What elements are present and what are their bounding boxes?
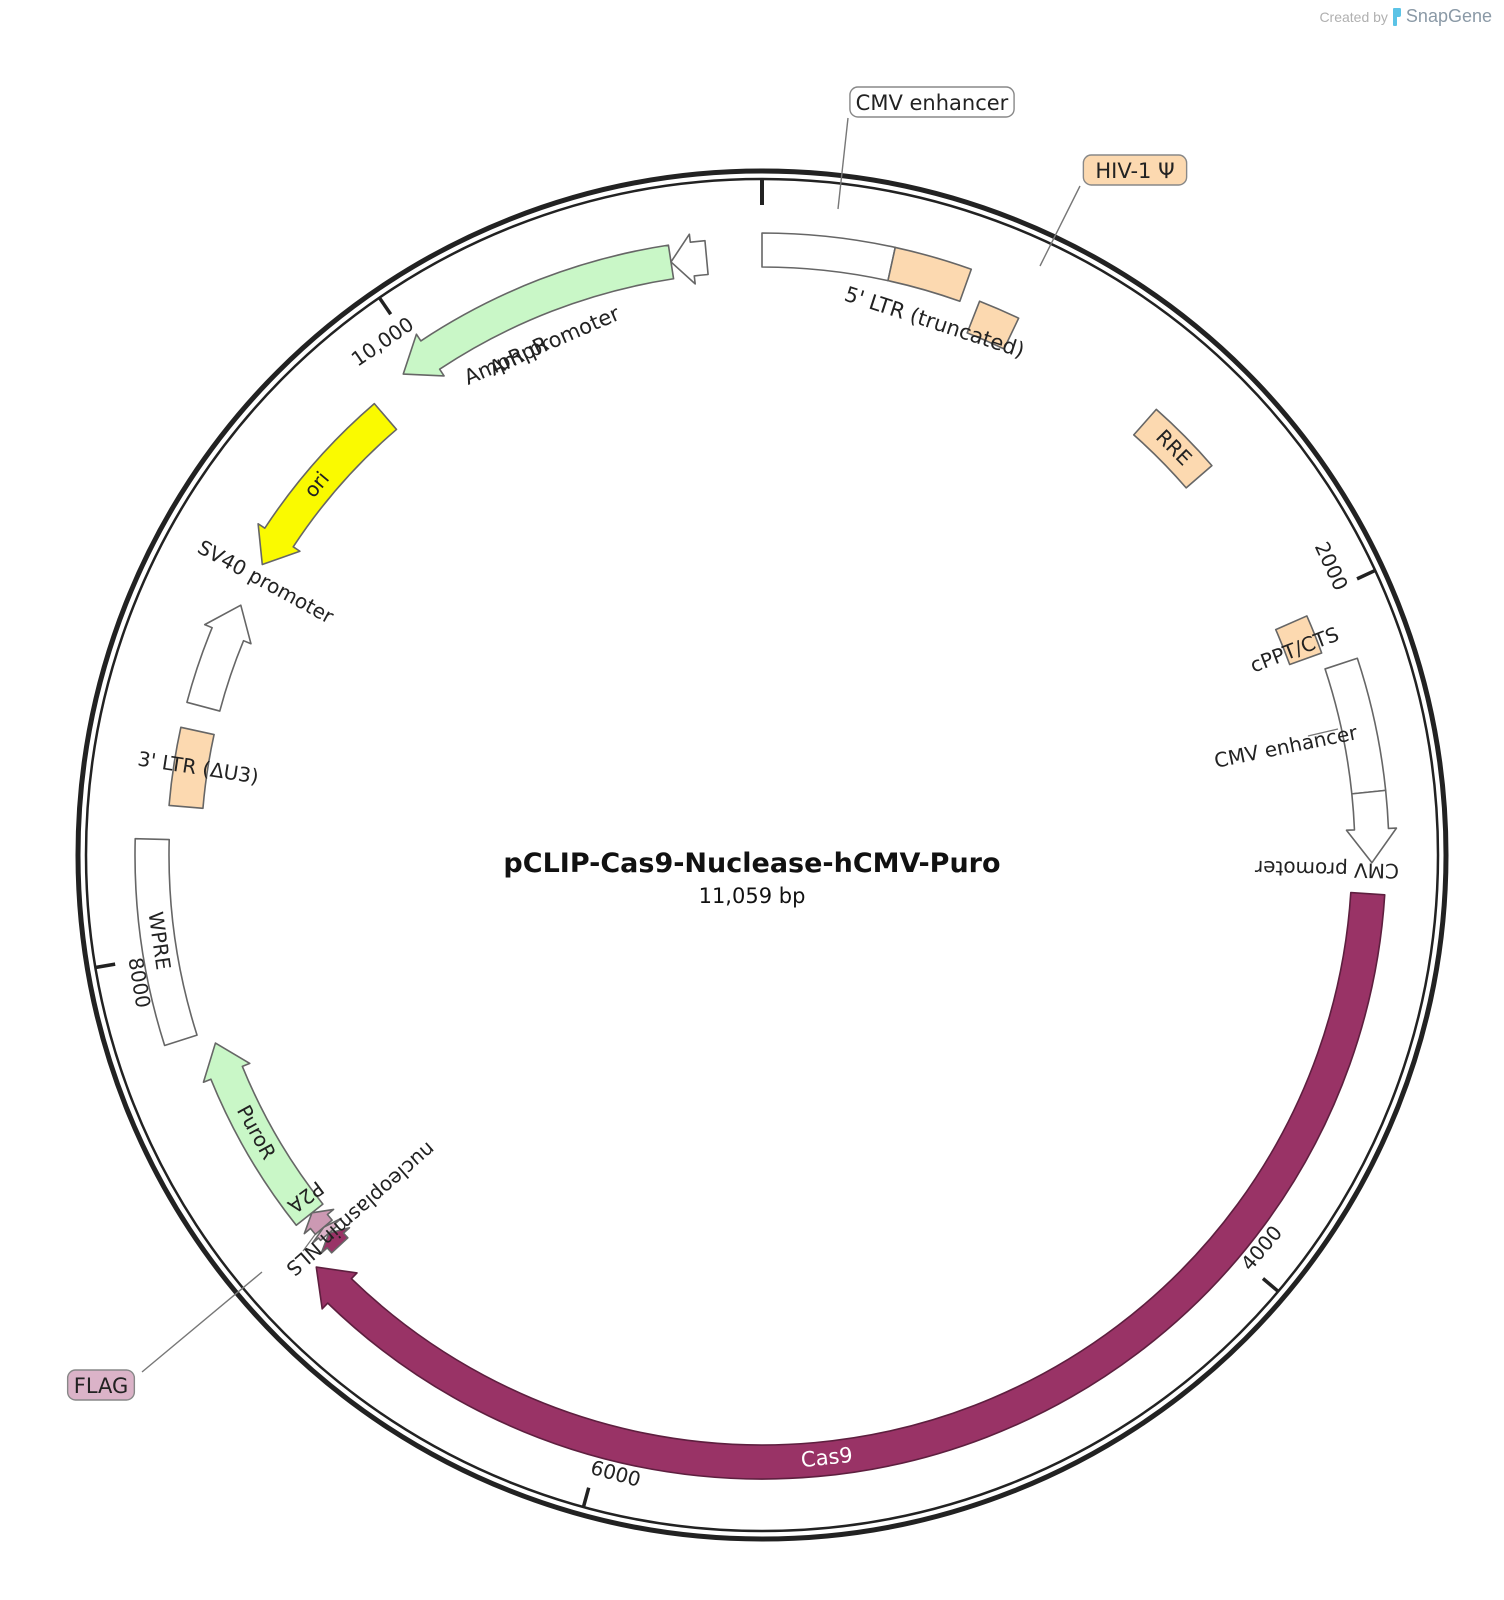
feature-rre[interactable] <box>1132 408 1213 489</box>
label-box-cmv-enhancer <box>849 86 1015 118</box>
plasmid-title: pCLIP-Cas9-Nuclease-hCMV-Puro <box>503 848 1001 879</box>
feature-shapes <box>134 232 1398 1480</box>
callout-line-flag <box>141 1271 263 1373</box>
feature-nucleoplasmin-nls[interactable] <box>320 1226 351 1255</box>
label-cmv-promoter: CMV promoter <box>1254 856 1399 883</box>
tick-mark <box>95 962 116 970</box>
feature-ori[interactable] <box>257 402 398 566</box>
label-cas9: Cas9 <box>800 1443 854 1472</box>
feature-cas9[interactable] <box>315 891 1386 1480</box>
tick-mark <box>377 296 393 316</box>
feature-cmv-enhancer[interactable] <box>761 232 897 282</box>
credit-prefix: Created by <box>1319 8 1388 25</box>
snapgene-credit: Created by SnapGene <box>1319 6 1492 27</box>
feature-cmv-promoter[interactable] <box>1345 789 1398 864</box>
tick-mark <box>1356 568 1376 581</box>
label-hiv-1-psi: HIV-1 Ψ <box>1095 159 1174 183</box>
feature-flag[interactable] <box>311 1217 342 1245</box>
feature-p2a[interactable] <box>303 1208 335 1236</box>
label-box-hiv-1-psi <box>1082 154 1188 186</box>
plasmid-size: 11,059 bp <box>698 884 806 908</box>
backbone-outer-ring <box>75 168 1449 1542</box>
label-flag: FLAG <box>74 1374 129 1398</box>
label-cmv-enhancer: CMV enhancer <box>856 91 1009 115</box>
tick-mark <box>581 1487 591 1508</box>
feature-5-ltr-truncated-[interactable] <box>887 246 973 303</box>
label-box-flag <box>66 1369 136 1401</box>
callout-line-cmv-enhancer <box>837 117 849 210</box>
tick-label: 2000 <box>1310 538 1353 594</box>
callout-lines <box>141 117 1339 1373</box>
feature-wpre[interactable] <box>134 837 198 1047</box>
feature-puror[interactable] <box>202 1042 324 1227</box>
tick-mark <box>1261 1277 1280 1293</box>
credit-brand: SnapGene <box>1405 6 1492 26</box>
callout-line-hiv-1-psi <box>1039 185 1081 267</box>
callout-line-cmv-enhancer-2 <box>1307 728 1339 737</box>
snapgene-logo-icon <box>1392 7 1401 26</box>
feature-sv40-promoter[interactable] <box>186 604 252 712</box>
feature-ampr-promoter[interactable] <box>670 233 709 285</box>
feature-3-ltr-du3-[interactable] <box>168 726 215 810</box>
feature-cppt-cts[interactable] <box>1274 615 1323 666</box>
label-cmv-enhancer-2: CMV enhancer <box>1212 720 1360 773</box>
feature-hiv-1-psi[interactable] <box>966 300 1020 350</box>
